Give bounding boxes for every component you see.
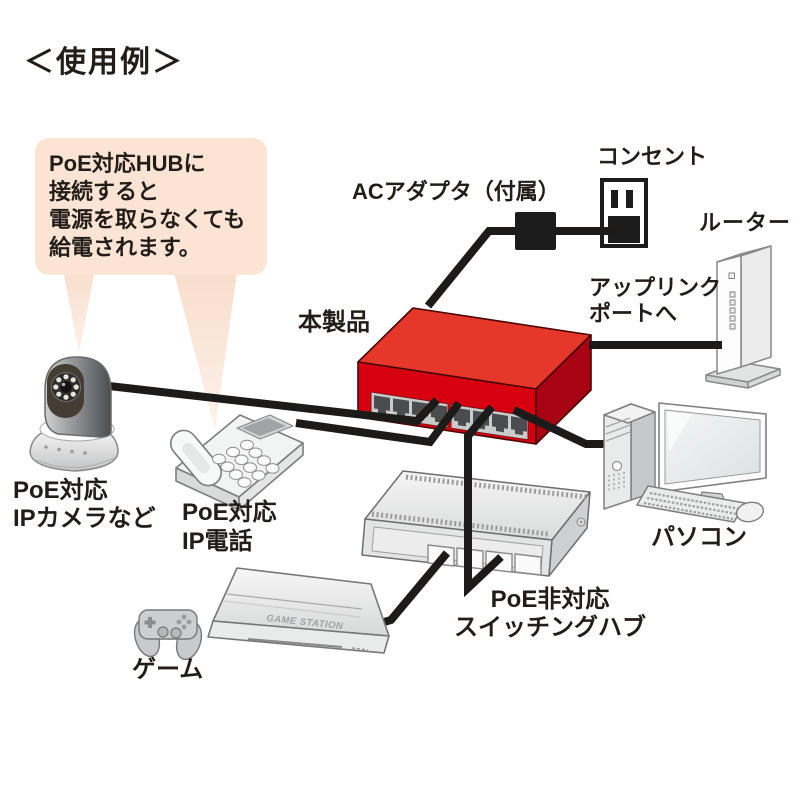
cables [99, 227, 722, 633]
router-illustration [705, 245, 781, 389]
label-product: 本製品 [298, 309, 370, 336]
label-non-poe-hub-line1: PoE非対応 [490, 586, 610, 613]
power-cable-adapter-to-product [424, 227, 517, 309]
ethernet-cable-phone [295, 400, 463, 447]
label-uplink-line1: アップリンク [589, 275, 722, 300]
label-outlet: コンセント [597, 144, 708, 169]
pc-illustration [603, 402, 767, 523]
label-uplink-port: アップリンク ポートへ [589, 275, 721, 327]
label-game: ゲーム [132, 656, 204, 683]
ip-camera-illustration [29, 356, 119, 472]
label-ip-phone-line1: PoE対応 [182, 499, 277, 526]
label-ip-phone-line2: IP電話 [182, 527, 253, 555]
label-ac-adapter: ACアダプタ（付属） [352, 179, 560, 204]
hub-illustration [361, 470, 591, 577]
label-uplink-line2: ポートへ [589, 300, 678, 326]
ethernet-cable-camera [99, 381, 440, 426]
ac-adapter-icon [515, 212, 556, 250]
ethernet-cable-hub [464, 404, 504, 598]
label-ip-camera-line1: PoE対応 [13, 477, 108, 504]
label-pc: パソコン [651, 524, 747, 551]
page-title: ＜使用例＞ [24, 46, 184, 79]
callout-bubble: PoE対応HUBに 接続すると 電源を取らなくても 給電されます。 [35, 138, 267, 275]
callout-line: 給電されます。 [49, 235, 201, 261]
game-controller-illustration [133, 609, 203, 661]
outlet-icon [600, 178, 648, 248]
callout-line: 電源を取らなくても [49, 207, 246, 233]
label-ip-camera-line2: IPカメラなど [13, 504, 156, 532]
ethernet-cable-pc [512, 406, 608, 448]
label-non-poe-hub-line2: スイッチングハブ [454, 614, 646, 642]
callout-line: 接続すると [49, 179, 160, 205]
ip-phone-illustration [169, 414, 304, 511]
label-ip-camera: PoE対応 IPカメラなど [13, 477, 156, 532]
callout-tails [62, 265, 238, 430]
game-console-illustration: GAME STATION [207, 567, 390, 654]
callout-line: PoE対応HUBに [49, 151, 206, 176]
label-router: ルーター [699, 210, 792, 235]
label-ip-phone: PoE対応 IP電話 [182, 499, 277, 557]
product-switch-illustration [357, 307, 592, 445]
label-non-poe-hub: PoE非対応 スイッチングハブ [452, 586, 648, 643]
